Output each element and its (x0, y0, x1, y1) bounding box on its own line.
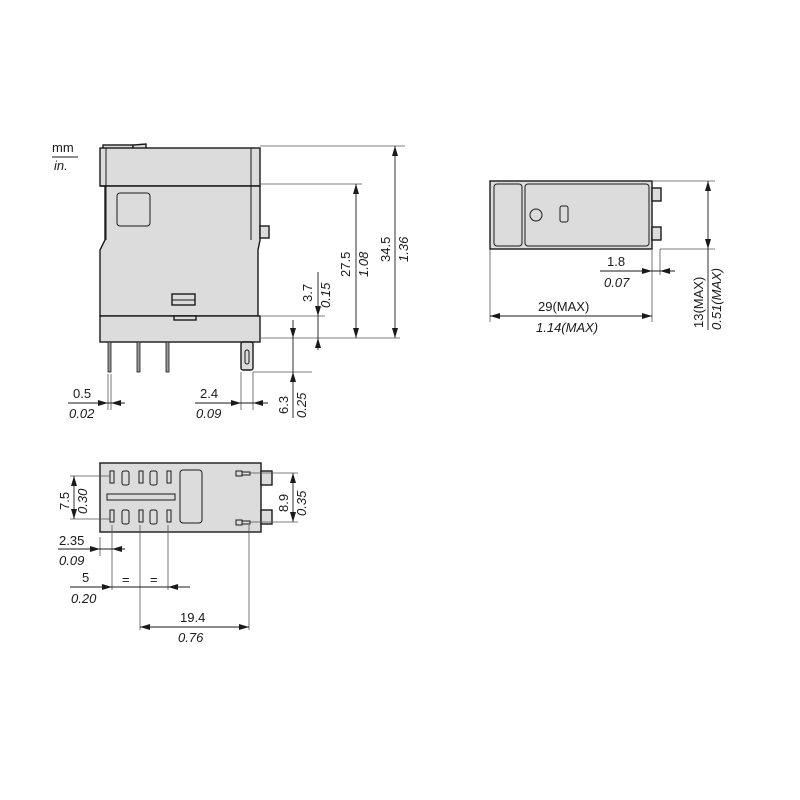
side-view: 13(MAX) 0.51(MAX) 1.8 0.07 29(MAX) 1.14(… (489, 180, 724, 335)
dim-pin-pitch-in: 0.20 (71, 591, 97, 606)
unit-mm: mm (52, 140, 74, 155)
dim-body-height-in: 1.08 (356, 251, 371, 277)
dim-coil-spacing-in: 0.35 (294, 490, 309, 516)
dim-row-spacing-mm: 7.5 (57, 492, 72, 510)
dim-edge-offset-mm: 2.35 (59, 533, 84, 548)
front-view: 34.5 1.36 27.5 1.08 3.7 0.15 6.3 0.25 0.… (68, 143, 411, 421)
dim-body-height-mm: 27.5 (338, 252, 353, 277)
dim-total-height-mm: 34.5 (378, 237, 393, 262)
units-legend: mm in. (52, 140, 78, 173)
dim-coil-distance-in: 0.76 (178, 630, 204, 645)
dim-coil-distance-mm: 19.4 (180, 610, 205, 625)
dim-tab-width-mm: 2.4 (200, 386, 218, 401)
equal-mark-2: = (150, 572, 158, 587)
dim-width-mm: 13(MAX) (691, 277, 706, 328)
dim-pin-pitch-mm: 5 (82, 570, 89, 585)
dim-base-height-mm: 3.7 (300, 284, 315, 302)
dim-overhang-mm: 1.8 (607, 254, 625, 269)
dim-pin-length-mm: 6.3 (276, 396, 291, 414)
unit-in: in. (54, 158, 68, 173)
equal-mark-1: = (122, 572, 130, 587)
dim-base-height-in: 0.15 (318, 282, 333, 308)
dim-overhang-in: 0.07 (604, 275, 630, 290)
bottom-view: 7.5 0.30 8.9 0.35 2.35 0.09 5 0.20 = = 1… (57, 462, 309, 645)
dim-coil-spacing-mm: 8.9 (276, 494, 291, 512)
top-pin-row (109, 470, 172, 486)
dim-length-in: 1.14(MAX) (536, 320, 598, 335)
dim-tab-width-in: 0.09 (196, 406, 221, 421)
dim-total-height-in: 1.36 (396, 236, 411, 262)
dim-pin-width-mm: 0.5 (73, 386, 91, 401)
dim-pin-length-in: 0.25 (294, 392, 309, 418)
dim-width-in: 0.51(MAX) (709, 268, 724, 330)
dim-length-mm: 29(MAX) (538, 299, 589, 314)
dim-edge-offset-in: 0.09 (59, 553, 84, 568)
bottom-pin-row (109, 509, 172, 525)
dim-pin-width-in: 0.02 (69, 406, 95, 421)
dim-row-spacing-in: 0.30 (75, 488, 90, 514)
